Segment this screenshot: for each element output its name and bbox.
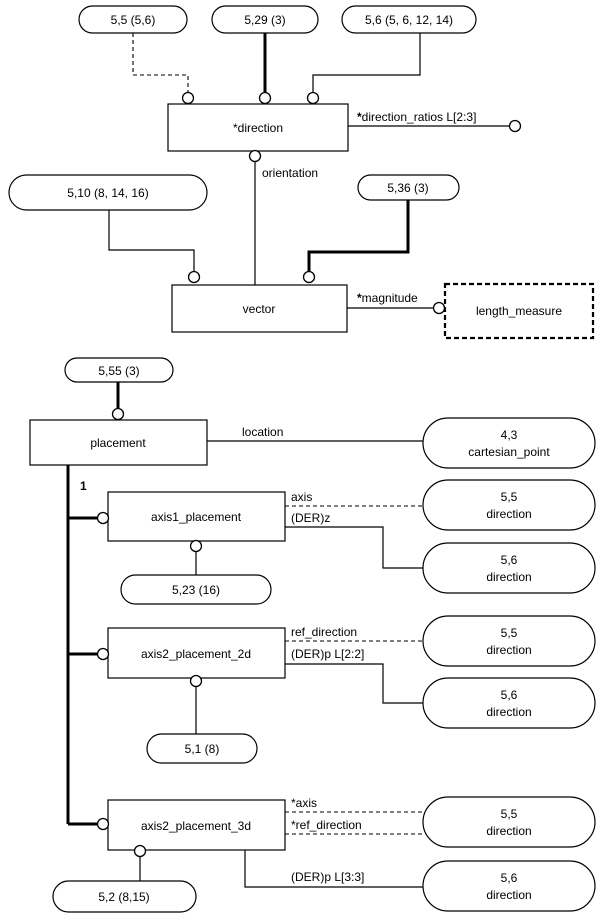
relationship-circle xyxy=(508,119,522,133)
ref-pill-5-36[interactable]: 5,36 (3) xyxy=(357,174,460,201)
svg-text:direction: direction xyxy=(486,507,531,521)
relationship-circle xyxy=(432,301,446,315)
relationship-circle xyxy=(96,647,110,661)
svg-text:placement: placement xyxy=(90,436,146,450)
relationship-circle xyxy=(187,270,201,284)
label-location: location xyxy=(242,425,283,439)
entity-placement[interactable]: placement xyxy=(29,419,208,466)
ref-pill-5-23[interactable]: 5,23 (16) xyxy=(120,574,272,605)
relationship-circle xyxy=(96,817,110,831)
ref-pill-5-6-list[interactable]: 5,6 (5, 6, 12, 14) xyxy=(341,5,477,34)
ref-pill-5-1[interactable]: 5,1 (8) xyxy=(146,733,258,764)
label-der-p-3d: (DER)p L[3:3] xyxy=(291,870,364,884)
svg-text:direction: direction xyxy=(486,570,531,584)
label-one: 1 xyxy=(80,479,87,493)
entity-axis1-placement[interactable]: axis1_placement xyxy=(107,491,286,542)
ref-5-5-connector xyxy=(132,33,189,92)
relationship-circle xyxy=(189,539,203,553)
svg-text:direction: direction xyxy=(486,643,531,657)
svg-text:cartesian_point: cartesian_point xyxy=(468,445,550,459)
ref-5-10-connector xyxy=(108,210,195,271)
ref-pill-5-55[interactable]: 5,55 (3) xyxy=(64,357,174,383)
svg-text:length_measure: length_measure xyxy=(476,304,562,318)
entity-axis2-placement-2d[interactable]: axis2_placement_2d xyxy=(107,627,286,679)
target-cartesian-point[interactable]: 4,3 cartesian_point xyxy=(422,417,596,469)
a3-p-line xyxy=(244,850,423,888)
svg-text:5,55 (3): 5,55 (3) xyxy=(98,364,139,378)
relationship-circle xyxy=(302,270,316,284)
label-der-z: (DER)z xyxy=(291,511,330,525)
target-a2-ref-direction[interactable]: 5,5 direction xyxy=(422,615,596,667)
label-orientation: orientation xyxy=(262,166,318,180)
ref-pill-5-10[interactable]: 5,10 (8, 14, 16) xyxy=(8,174,208,211)
a2-p-line xyxy=(285,663,423,704)
a1-z-line xyxy=(285,526,423,569)
svg-text:axis2_placement_3d: axis2_placement_3d xyxy=(141,819,251,833)
entity-vector[interactable]: vector xyxy=(171,284,348,333)
svg-text:axis1_placement: axis1_placement xyxy=(151,510,242,524)
svg-text:5,36 (3): 5,36 (3) xyxy=(387,181,428,195)
relationship-circle xyxy=(248,149,262,163)
svg-text:5,5 (5,6): 5,5 (5,6) xyxy=(111,13,156,27)
svg-text:direction: direction xyxy=(486,824,531,838)
target-a1-z-direction[interactable]: 5,6 direction xyxy=(422,542,596,594)
relationship-circle xyxy=(258,91,272,105)
label-axis: axis xyxy=(291,490,312,504)
label-magnitude: *magnitude xyxy=(357,291,418,305)
svg-text:5,2 (8,15): 5,2 (8,15) xyxy=(98,890,149,904)
ref-pill-5-5-5-6[interactable]: 5,5 (5,6) xyxy=(78,5,188,34)
entity-axis2-placement-3d[interactable]: axis2_placement_3d xyxy=(107,799,286,851)
relationship-circle xyxy=(96,511,110,525)
label-direction-ratios: *direction_ratios L[2:3] xyxy=(357,110,476,124)
target-a2-p-direction[interactable]: 5,6 direction xyxy=(422,677,596,729)
svg-text:4,3: 4,3 xyxy=(501,428,518,442)
entity-direction[interactable]: *direction xyxy=(167,103,349,152)
svg-text:5,6: 5,6 xyxy=(501,688,518,702)
svg-text:5,1 (8): 5,1 (8) xyxy=(185,742,220,756)
svg-text:5,5: 5,5 xyxy=(501,626,518,640)
svg-text:axis2_placement_2d: axis2_placement_2d xyxy=(141,647,251,661)
relationship-circle xyxy=(306,91,320,105)
label-axis-3d: *axis xyxy=(291,796,317,810)
label-ref-direction-3d: *ref_direction xyxy=(291,818,362,832)
svg-text:5,6: 5,6 xyxy=(501,871,518,885)
svg-text:5,5: 5,5 xyxy=(501,490,518,504)
svg-text:5,6 (5, 6, 12, 14): 5,6 (5, 6, 12, 14) xyxy=(365,13,453,27)
ref-pill-5-2[interactable]: 5,2 (8,15) xyxy=(52,880,197,913)
svg-text:direction: direction xyxy=(486,705,531,719)
target-a3-p-direction[interactable]: 5,6 direction xyxy=(422,860,596,912)
svg-text:5,10 (8, 14, 16): 5,10 (8, 14, 16) xyxy=(67,186,148,200)
svg-text:5,23 (16): 5,23 (16) xyxy=(172,583,220,597)
target-a1-axis-direction[interactable]: 5,5 direction xyxy=(422,479,596,531)
svg-text:*direction: *direction xyxy=(233,121,283,135)
svg-text:vector: vector xyxy=(243,302,276,316)
target-a3-axis-direction[interactable]: 5,5 direction xyxy=(422,796,596,848)
relationship-circle xyxy=(133,844,147,858)
svg-text:5,5: 5,5 xyxy=(501,807,518,821)
type-length-measure[interactable]: length_measure xyxy=(443,282,595,340)
ref-5-6-connector xyxy=(312,33,421,92)
svg-text:5,29 (3): 5,29 (3) xyxy=(244,13,285,27)
svg-text:direction: direction xyxy=(486,888,531,902)
relationship-circle xyxy=(111,407,125,421)
ref-5-36-connector xyxy=(307,200,410,271)
relationship-circle xyxy=(189,674,203,688)
relationship-circle xyxy=(181,91,195,105)
ref-pill-5-29[interactable]: 5,29 (3) xyxy=(211,5,319,34)
svg-text:5,6: 5,6 xyxy=(501,553,518,567)
label-der-p-2d: (DER)p L[2:2] xyxy=(291,647,364,661)
label-ref-direction: ref_direction xyxy=(291,625,357,639)
